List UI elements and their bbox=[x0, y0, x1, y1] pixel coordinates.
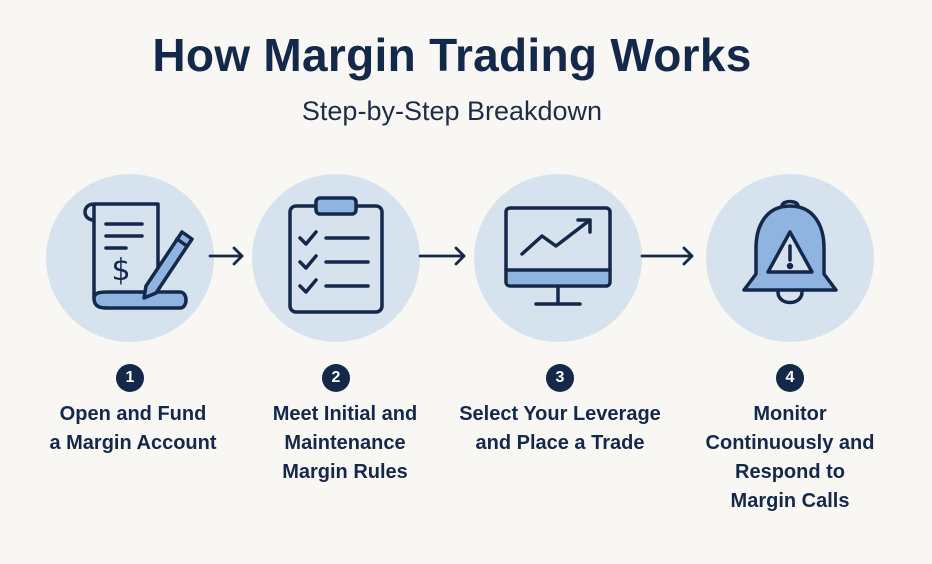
step-3-number-badge: 3 bbox=[546, 364, 574, 392]
step-4-label-line: Continuously and bbox=[705, 432, 875, 454]
step-3-circle bbox=[474, 174, 642, 342]
arrow-right-icon bbox=[640, 246, 694, 266]
step-4-label: Monitor Continuously and Respond to Marg… bbox=[685, 400, 895, 516]
step-1-label-line: Open and Fund bbox=[59, 403, 207, 425]
monitor-chart-icon bbox=[504, 206, 612, 306]
step-3-label-line: Select Your Leverage bbox=[459, 403, 661, 425]
clipboard-checklist-icon bbox=[288, 196, 384, 314]
svg-text:$: $ bbox=[111, 253, 130, 288]
step-3-label-line: and Place a Trade bbox=[475, 432, 645, 454]
step-1-label: Open and Fund a Margin Account bbox=[28, 400, 238, 458]
step-4-number-badge: 4 bbox=[776, 364, 804, 392]
step-3-label: Select Your Leverage and Place a Trade bbox=[455, 400, 665, 458]
arrow-right-icon bbox=[208, 246, 244, 266]
step-4-label-line: Monitor bbox=[753, 403, 827, 425]
step-1-circle: $ bbox=[46, 174, 214, 342]
step-2-label: Meet Initial and Maintenance Margin Rule… bbox=[240, 400, 450, 487]
step-4-circle bbox=[706, 174, 874, 342]
step-1-label-line: a Margin Account bbox=[49, 432, 217, 454]
step-2-label-line: Meet Initial and bbox=[272, 403, 418, 425]
step-1-number-badge: 1 bbox=[116, 364, 144, 392]
step-2-circle bbox=[252, 174, 420, 342]
page-title: How Margin Trading Works bbox=[152, 29, 752, 81]
document-pen-icon: $ bbox=[83, 202, 194, 310]
step-4-label-line: Margin Calls bbox=[730, 490, 850, 512]
warning-bell-icon bbox=[742, 199, 838, 305]
step-2-label-line: Margin Rules bbox=[282, 461, 408, 483]
arrow-right-icon bbox=[418, 246, 466, 266]
page-subtitle: Step-by-Step Breakdown bbox=[301, 96, 603, 126]
step-4-label-line: Respond to bbox=[735, 461, 845, 483]
step-2-label-line: Maintenance bbox=[284, 432, 406, 454]
step-2-number-badge: 2 bbox=[322, 364, 350, 392]
